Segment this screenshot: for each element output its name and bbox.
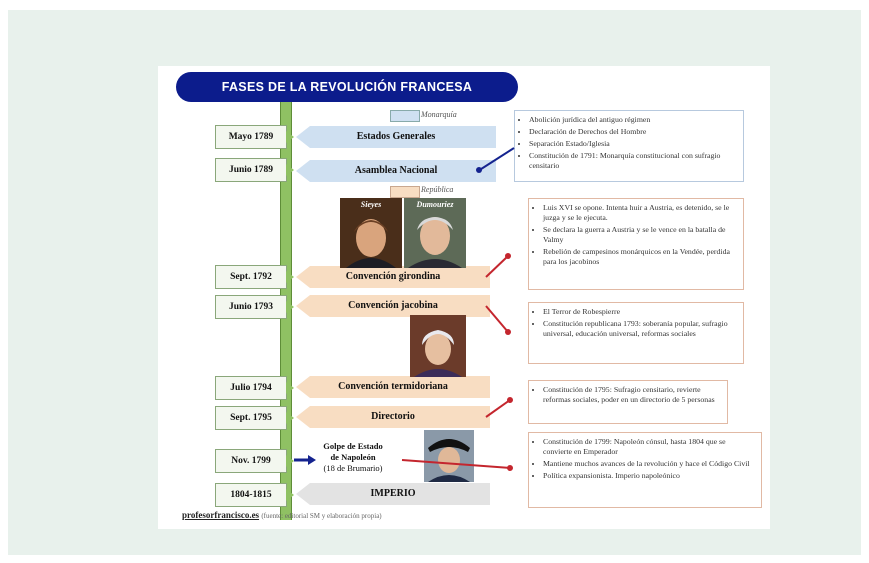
info-item: Mantiene muchos avances de la revolución…	[543, 459, 755, 469]
coup-line-2: de Napoleón	[330, 452, 376, 462]
phase-convencion-jacobina: Convención jacobina	[296, 295, 490, 317]
footer: profesorfrancisco.es (fuente: editorial …	[182, 510, 382, 520]
footer-credit: (fuente: editorial SM y elaboración prop…	[261, 512, 382, 520]
robespierre-portrait	[410, 315, 466, 377]
background-frame: FASES DE LA REVOLUCIÓN FRANCESA Monarquí…	[8, 10, 861, 555]
sieyes-image	[340, 198, 402, 268]
coup-line-1: Golpe de Estado	[323, 441, 383, 451]
info-item: Se declara la guerra a Austria y se le v…	[543, 225, 737, 245]
napoleon-image	[424, 430, 474, 482]
robespierre-image	[410, 315, 466, 377]
connector-girondina	[485, 255, 509, 278]
date-label: Sept. 1795	[215, 406, 294, 430]
coup-line-3: (18 de Brumario)	[323, 463, 383, 473]
info-box-jacobina: El Terror de Robespierre Constitución re…	[528, 302, 744, 364]
info-item: Rebelión de campesinos monárquicos en la…	[543, 247, 737, 267]
info-box-directorio: Constitución de 1795: Sufragio censitari…	[528, 380, 728, 424]
dumouriez-portrait: Dumouriez	[404, 198, 466, 268]
info-item: Declaración de Derechos del Hombre	[529, 127, 737, 137]
connector-asamblea	[477, 147, 515, 172]
phase-directorio: Directorio	[296, 406, 490, 428]
connector-lines	[294, 147, 515, 471]
info-box-imperio: Constitución de 1799: Napoleón cónsul, h…	[528, 432, 762, 508]
sieyes-caption: Sieyes	[360, 200, 382, 209]
info-item: Constitución de 1795: Sufragio censitari…	[543, 385, 721, 405]
info-item: Separación Estado/Iglesia	[529, 139, 737, 149]
info-box-asamblea: Abolición jurídica del antiguo régimen D…	[514, 110, 744, 182]
connector-dot	[507, 397, 513, 403]
legend-republic-label: República	[421, 185, 454, 194]
date-label: Mayo 1789	[215, 125, 294, 149]
connector-dot	[505, 329, 511, 335]
connector-directorio	[485, 399, 511, 418]
info-item: Constitución de 1799: Napoleón cónsul, h…	[543, 437, 755, 457]
page-title: FASES DE LA REVOLUCIÓN FRANCESA	[176, 72, 518, 102]
info-item: Política expansionista. Imperio napoleón…	[543, 471, 755, 481]
coup-arrow-head	[308, 455, 316, 465]
legend-monarchy-swatch	[390, 110, 420, 122]
phase-convencion-termidoriana: Convención termidoriana	[296, 376, 490, 398]
connector-napoleon	[401, 459, 511, 469]
date-label: Junio 1789	[215, 158, 294, 182]
date-label: 1804-1815	[215, 483, 294, 507]
connector-dot	[507, 465, 513, 471]
sieyes-portrait: Sieyes	[340, 198, 402, 268]
date-label: Julio 1794	[215, 376, 294, 400]
legend-monarchy-label: Monarquía	[421, 110, 457, 119]
dumouriez-image	[404, 198, 466, 268]
footer-site: profesorfrancisco.es	[182, 510, 260, 520]
info-item: Constitución de 1791: Monarquía constitu…	[529, 151, 737, 171]
phase-estados-generales: Estados Generales	[296, 126, 496, 148]
info-item: Abolición jurídica del antiguo régimen	[529, 115, 737, 125]
info-item: Constitución republicana 1793: soberanía…	[543, 319, 737, 339]
date-label: Junio 1793	[215, 295, 294, 319]
info-box-girondina: Luis XVI se opone. Intenta huir a Austri…	[528, 198, 744, 290]
connector-jacobina	[485, 305, 509, 333]
date-label: Nov. 1799	[215, 449, 294, 473]
napoleon-coup-label: Golpe de Estado de Napoleón (18 de Bruma…	[308, 441, 398, 474]
legend-republic-swatch	[390, 186, 420, 198]
connector-dot	[476, 167, 482, 173]
date-label: Sept. 1792	[215, 265, 294, 289]
napoleon-portrait	[424, 430, 474, 482]
dumouriez-caption: Dumouriez	[416, 200, 454, 209]
connector-dot	[505, 253, 511, 259]
infographic: FASES DE LA REVOLUCIÓN FRANCESA Monarquí…	[158, 66, 770, 529]
info-item: El Terror de Robespierre	[543, 307, 737, 317]
phase-asamblea-nacional: Asamblea Nacional	[296, 160, 496, 182]
phase-convencion-girondina: Convención girondina	[296, 266, 490, 288]
phase-imperio: IMPERIO	[296, 483, 490, 505]
info-item: Luis XVI se opone. Intenta huir a Austri…	[543, 203, 737, 223]
